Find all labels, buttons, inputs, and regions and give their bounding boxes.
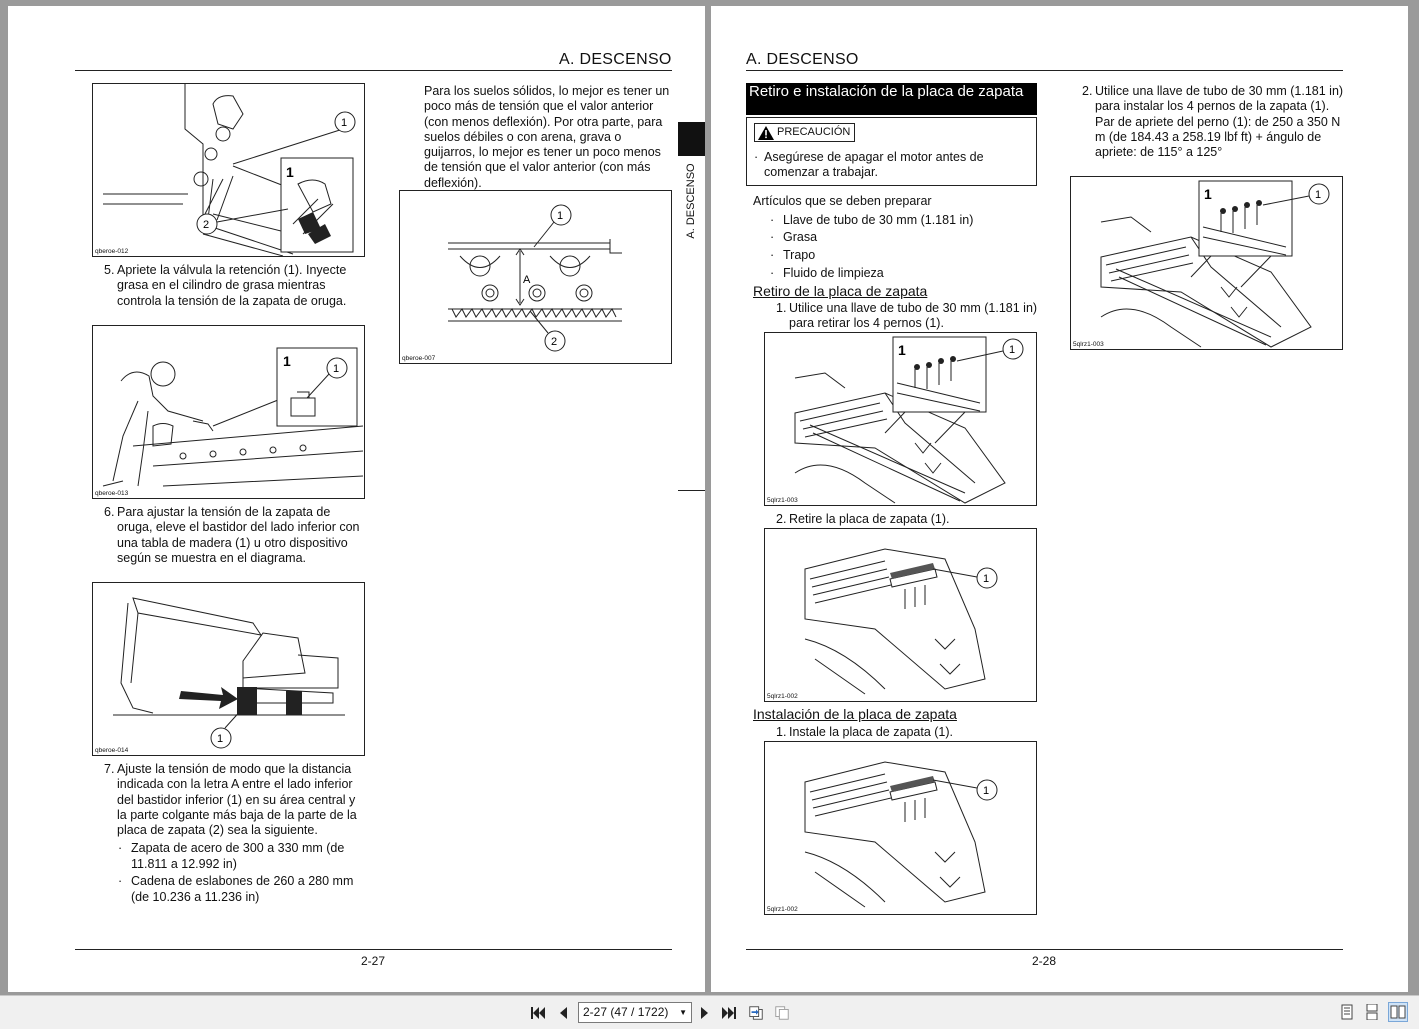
- right-page: A. DESCENSO Retiro e instalación de la p…: [711, 6, 1408, 992]
- figure-caption: 5qlrz1-002: [767, 693, 798, 700]
- bullet-item: ·Zapata de acero de 300 a 330 mm (de 11.…: [118, 840, 358, 872]
- callout-1: 1: [341, 117, 347, 129]
- inset-label: 1: [898, 342, 906, 358]
- header-rule: [746, 70, 1343, 71]
- last-page-icon[interactable]: [721, 1005, 737, 1021]
- step-text: Ajuste la tensión de modo que la distanc…: [117, 762, 357, 838]
- section-title: Retiro e instalación de la placa de zapa…: [746, 83, 1037, 115]
- step-number: 6.: [104, 505, 115, 519]
- figure-caption: qberoe-013: [95, 490, 129, 497]
- figure-remove-shoe: 1 5qlrz1-002: [764, 528, 1037, 702]
- header-rule: [75, 70, 672, 71]
- bullet-item: ·Cadena de eslabones de 260 a 280 mm (de…: [118, 873, 358, 905]
- callout-1: 1: [1009, 344, 1015, 356]
- inset-label: 1: [283, 353, 291, 369]
- removal-step-1: 1. Utilice una llave de tubo de 30 mm (1…: [776, 301, 1038, 333]
- viewer-toolbar: 2-27 (47 / 1722) ▼: [0, 995, 1419, 1029]
- item-text: Grasa: [783, 230, 818, 244]
- callout-1: 1: [217, 733, 223, 745]
- step-6: 6. Para ajustar la tensión de la zapata …: [104, 505, 364, 585]
- page-header: A. DESCENSO: [746, 51, 859, 68]
- bullet-text: Zapata de acero de 300 a 330 mm (de 11.8…: [131, 841, 345, 871]
- callout-1: 1: [983, 785, 989, 797]
- removal-heading: Retiro de la placa de zapata: [753, 283, 928, 299]
- bullet-text: Cadena de eslabones de 260 a 280 mm (de …: [131, 874, 354, 904]
- figure-caption: 5qlrz1-003: [767, 497, 798, 504]
- footer-rule: [746, 949, 1343, 950]
- figure-install-shoe: 1 5qlrz1-002: [764, 741, 1037, 915]
- step-number: 2.: [776, 512, 787, 526]
- page-number: 2-27: [361, 954, 386, 968]
- figure-remove-bolts: 1 1 5qlrz1-003: [764, 332, 1037, 506]
- step-text: Instale la placa de zapata (1).: [789, 725, 953, 739]
- caution-box: PRECAUCIÓN ·Asegúrese de apagar el motor…: [746, 117, 1037, 186]
- callout-1: 1: [557, 210, 563, 222]
- chevron-down-icon: ▼: [679, 1008, 687, 1017]
- figure-caption: 5qlrz1-002: [767, 906, 798, 913]
- dimension-label: A: [523, 274, 531, 286]
- facing-view-icon[interactable]: [1388, 1002, 1408, 1022]
- callout-1: 1: [983, 573, 989, 585]
- next-page-icon[interactable]: [697, 1005, 713, 1021]
- side-marker: [678, 490, 705, 491]
- figure-caption: qberoe-012: [95, 248, 129, 255]
- install-step-2: 2. Utilice una llave de tubo de 30 mm (1…: [1082, 84, 1344, 176]
- callout-1: 1: [1315, 189, 1321, 201]
- left-page: A. DESCENSO 1 1 2 qberoe-012: [8, 6, 705, 992]
- step-text: Utilice una llave de tubo de 30 mm (1.18…: [1095, 84, 1344, 160]
- caution-text: Asegúrese de apagar el motor antes de co…: [764, 150, 984, 179]
- item-text: Trapo: [783, 248, 816, 262]
- step-text: Para ajustar la tensión de la zapata de …: [117, 505, 360, 565]
- item-text: Llave de tubo de 30 mm (1.181 in): [783, 213, 974, 227]
- back-view-icon[interactable]: [748, 1005, 764, 1021]
- prev-page-icon[interactable]: [555, 1005, 571, 1021]
- callout-2: 2: [551, 336, 557, 348]
- forward-view-icon[interactable]: [774, 1005, 790, 1021]
- figure-excavator-lift: 1 qberoe-014: [92, 582, 365, 756]
- page-indicator: 2-27 (47 / 1722): [583, 1005, 669, 1019]
- step-number: 1.: [776, 725, 787, 739]
- step-7: 7. Ajuste la tensión de modo que la dist…: [104, 762, 366, 840]
- step-text: Utilice una llave de tubo de 30 mm (1.18…: [789, 301, 1038, 331]
- single-page-view-icon[interactable]: [1337, 1002, 1357, 1022]
- step-number: 5.: [104, 263, 115, 277]
- figure-grease-valve: 1 1 2 qberoe-012: [92, 83, 365, 257]
- caution-item: ·Asegúrese de apagar el motor antes de c…: [754, 150, 1024, 182]
- caution-label: PRECAUCIÓN: [777, 126, 851, 138]
- step-text: Retire la placa de zapata (1).: [789, 512, 950, 526]
- figure-caption: qberoe-014: [95, 747, 129, 754]
- step-number: 7.: [104, 762, 115, 776]
- first-page-icon[interactable]: [530, 1005, 546, 1021]
- callout-1: 1: [333, 363, 339, 375]
- item-text: Fluido de limpieza: [783, 266, 884, 280]
- items-intro: Artículos que se deben preparar: [753, 194, 932, 208]
- page-header: A. DESCENSO: [559, 51, 672, 68]
- figure-track-tension: A 1 2 qberoe-007: [399, 190, 672, 364]
- step-number: 1.: [776, 301, 787, 315]
- step-number: 2.: [1082, 84, 1093, 98]
- chapter-tab: [678, 122, 705, 156]
- inset-label: 1: [1204, 186, 1212, 202]
- step-text: Apriete la válvula la retención (1). Iny…: [117, 263, 347, 308]
- step-5: 5. Apriete la válvula la retención (1). …: [104, 263, 364, 325]
- footer-rule: [75, 949, 672, 950]
- caution-badge: PRECAUCIÓN: [754, 123, 856, 142]
- install-heading: Instalación de la placa de zapata: [753, 706, 957, 722]
- figure-caption: 5qlrz1-003: [1073, 341, 1104, 348]
- continuous-view-icon[interactable]: [1362, 1002, 1382, 1022]
- figure-grease-injection: 1 1 qberoe-013: [92, 325, 365, 499]
- figure-caption: qberoe-007: [402, 355, 436, 362]
- warning-icon: [758, 126, 774, 140]
- page-number: 2-28: [1032, 954, 1057, 968]
- figure-install-bolts: 1 1 5qlrz1-003: [1070, 176, 1343, 350]
- inset-label: 1: [286, 164, 294, 180]
- tension-note: Para los suelos sólidos, lo mejor es ten…: [424, 84, 670, 190]
- callout-2: 2: [203, 219, 209, 231]
- page-selector[interactable]: 2-27 (47 / 1722) ▼: [578, 1002, 692, 1023]
- chapter-side-label: A. DESCENSO: [685, 163, 697, 239]
